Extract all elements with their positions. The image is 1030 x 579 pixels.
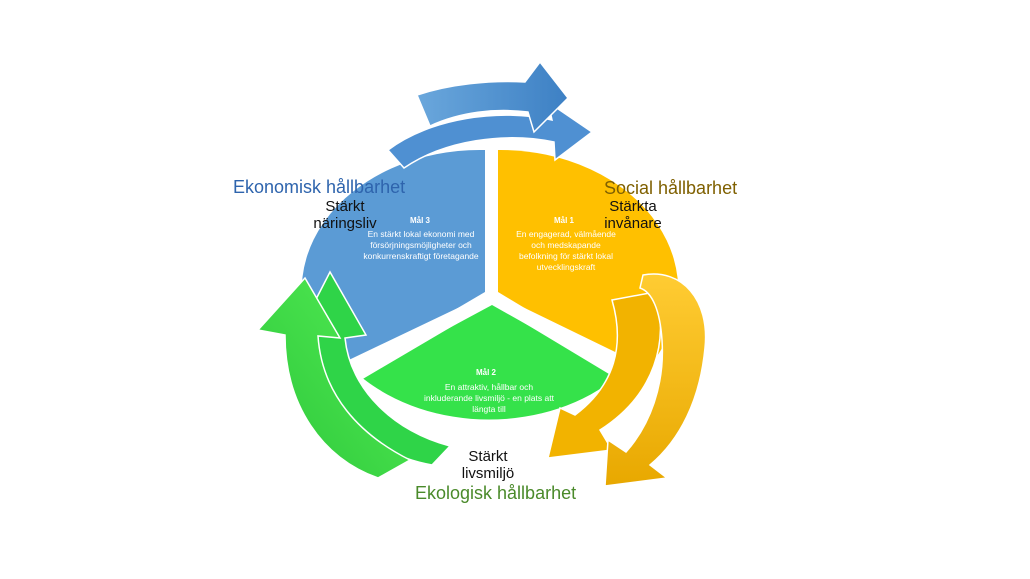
goal3-description: En stärkt lokal ekonomi med försörjnings… bbox=[363, 229, 479, 261]
dimension-ecological-title: Ekologisk hållbarhet bbox=[415, 483, 577, 503]
goal3-name: Stärkt näringsliv bbox=[313, 198, 377, 232]
goal1-heading: Mål 1 bbox=[553, 216, 574, 225]
dimension-social-title: Social hållbarhet bbox=[604, 178, 738, 198]
divider-left bbox=[351, 290, 495, 382]
dimension-economic-title: Ekonomisk hållbarhet bbox=[233, 177, 406, 197]
goal2-description: En attraktiv, hållbar och inkluderande l… bbox=[424, 382, 554, 414]
divider-right bbox=[488, 290, 629, 382]
goal2-heading: Mål 2 bbox=[475, 368, 496, 377]
blue-arrow-front bbox=[415, 60, 569, 134]
goal2-name: Stärkt livsmiljö bbox=[461, 448, 515, 482]
yellow-arrow-back bbox=[547, 291, 662, 459]
goal1-name: Stärkta invånare bbox=[604, 198, 662, 232]
goal1-description: En engagerad, välmående och medskapande … bbox=[516, 229, 616, 272]
green-arrow-front bbox=[256, 276, 412, 479]
sector-ecological bbox=[360, 305, 618, 420]
goal3-heading: Mål 3 bbox=[409, 216, 430, 225]
yellow-arrow-front bbox=[604, 273, 707, 487]
